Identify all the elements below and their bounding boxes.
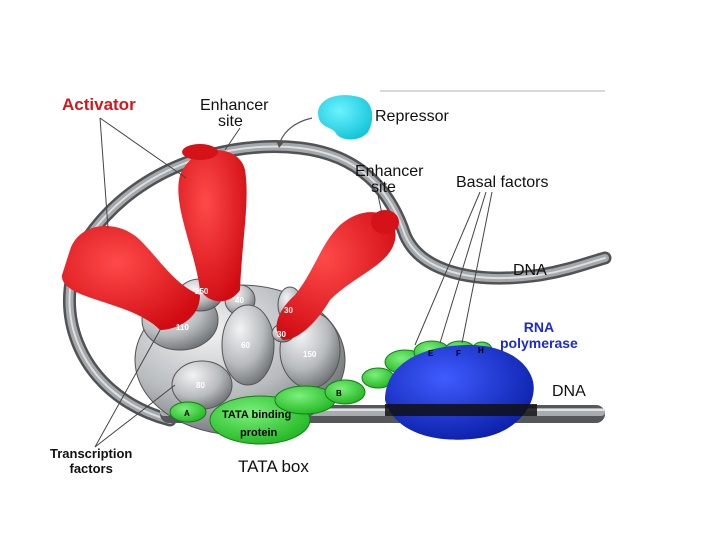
rna-polymerase-line2: polymerase bbox=[500, 335, 578, 351]
transcription-factors-line1: Transcription bbox=[50, 446, 133, 461]
tata-box-label: TATA box bbox=[238, 457, 309, 476]
basal-A: A bbox=[184, 409, 190, 418]
subunit-250: 250 bbox=[195, 287, 209, 296]
enhancer-site-2-line2: site bbox=[371, 179, 396, 196]
basal-factors-label: Basal factors bbox=[456, 174, 549, 191]
repressor-shape bbox=[318, 95, 373, 140]
activator-shapes bbox=[61, 144, 399, 340]
rna-polymerase-line1: RNA bbox=[523, 319, 555, 335]
rna-polymerase-shape bbox=[385, 345, 534, 440]
rna-polymerase-label: RNA polymerase bbox=[500, 319, 578, 351]
tata-binding-protein-line1: TATA binding bbox=[222, 409, 291, 421]
subunit-60: 60 bbox=[241, 341, 250, 350]
basal-B: B bbox=[336, 389, 342, 398]
tata-binding-protein-line2: protein bbox=[240, 427, 278, 439]
subunit-110: 110 bbox=[176, 323, 189, 332]
polymerase-dna-band bbox=[385, 404, 537, 416]
subunit-80: 80 bbox=[196, 381, 205, 390]
dna-label-bottom: DNA bbox=[552, 383, 586, 400]
repressor-label: Repressor bbox=[375, 108, 449, 125]
enhancer-site-label-1: Enhancer site bbox=[200, 98, 269, 130]
enhancer-site-label-2: Enhancer site bbox=[355, 164, 424, 196]
subunit-30b: 30 bbox=[277, 330, 286, 339]
subunit-40: 40 bbox=[235, 296, 244, 305]
transcription-factors-line2: factors bbox=[69, 461, 113, 476]
subunit-30a: 30 bbox=[284, 306, 293, 315]
basal-H: H bbox=[478, 346, 484, 355]
activator-label: Activator bbox=[62, 95, 136, 114]
repressor-arrow bbox=[279, 117, 313, 143]
enhancer-site-2-line1: Enhancer bbox=[355, 163, 424, 180]
subunit-150: 150 bbox=[303, 350, 317, 359]
basal-E: E bbox=[428, 349, 434, 358]
enhancer-site-1-line2: site bbox=[218, 113, 243, 130]
enhancer-site-1-line1: Enhancer bbox=[200, 97, 269, 114]
leader-lines bbox=[94, 117, 493, 448]
dna-label-top: DNA bbox=[513, 262, 547, 279]
basal-F: F bbox=[456, 349, 461, 358]
transcription-factors-label: Transcription factors bbox=[50, 446, 132, 476]
